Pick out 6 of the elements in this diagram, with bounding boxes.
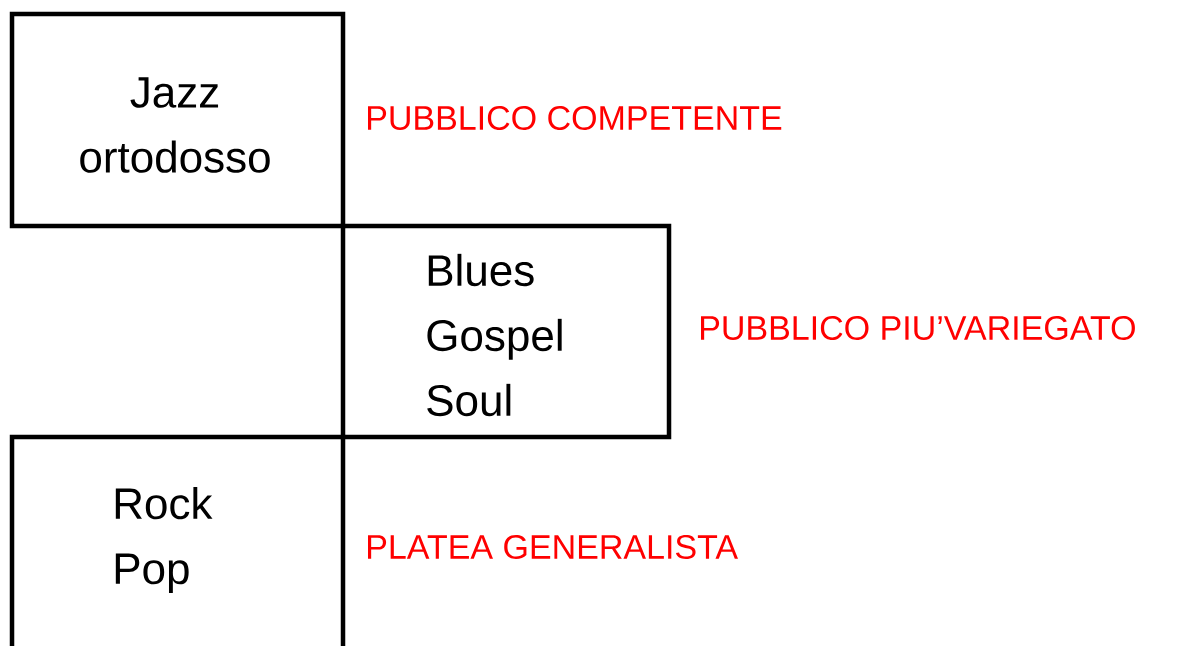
genre-box: Rock Pop: [9, 434, 346, 646]
genre-box: Jazz ortodosso: [9, 11, 346, 229]
genre-box: Blues Gospel Soul: [340, 223, 672, 440]
audience-label: PUBBLICO PIU’VARIEGATO: [701, 315, 1135, 341]
audience-label: PLATEA GENERALISTA: [368, 534, 738, 560]
audience-label: PUBBLICO COMPETENTE: [368, 105, 782, 131]
